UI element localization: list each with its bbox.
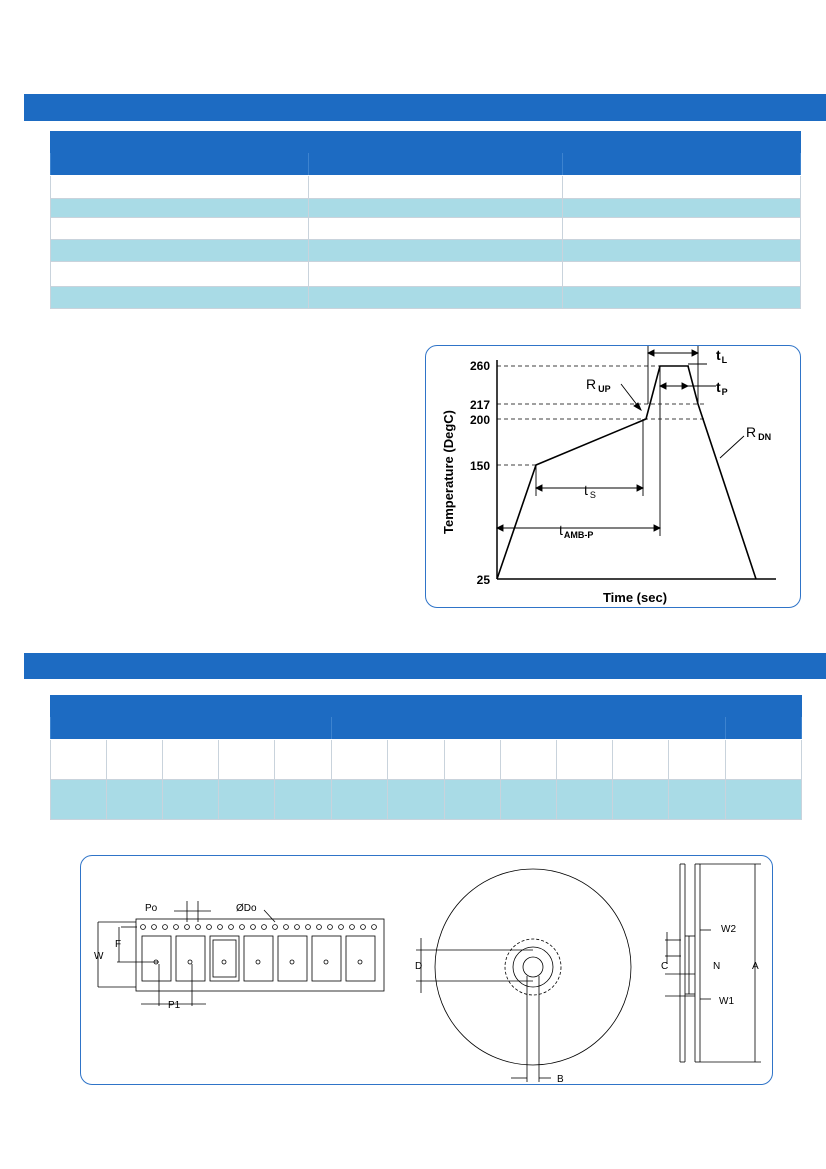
sprocket-hole	[327, 924, 333, 930]
sprocket-hole	[162, 924, 168, 930]
table-row	[50, 175, 802, 199]
sprocket-hole	[217, 924, 223, 930]
sprocket-hole	[173, 924, 179, 930]
label-p1: P1	[168, 1000, 181, 1011]
sprocket-hole	[151, 924, 157, 930]
label-w2: W2	[721, 924, 736, 935]
reflow-profile-panel: 260 217 200 150 25 Temperature (DegC) Ti…	[425, 345, 801, 608]
sprocket-hole	[195, 924, 201, 930]
sprocket-hole	[360, 924, 366, 930]
pocket-hole	[221, 959, 227, 965]
pocket-hole	[323, 959, 329, 965]
sprocket-hole	[250, 924, 256, 930]
table-row	[50, 198, 802, 218]
sprocket-hole	[206, 924, 212, 930]
sprocket-hole	[272, 924, 278, 930]
label-d: D	[415, 961, 422, 972]
rdn-leader	[719, 435, 745, 459]
table-row	[50, 739, 803, 780]
sprocket-hole	[338, 924, 344, 930]
label-t-p: tP	[716, 379, 728, 397]
sprocket-hole	[349, 924, 355, 930]
section-banner-1	[24, 94, 826, 121]
sprocket-hole	[239, 924, 245, 930]
label-f: F	[115, 939, 121, 950]
pocket-hole	[255, 959, 261, 965]
sprocket-hole	[294, 924, 300, 930]
label-po: Po	[145, 903, 158, 914]
sprocket-hole	[305, 924, 311, 930]
reflow-profile-chart: 260 217 200 150 25 Temperature (DegC) Ti…	[441, 346, 776, 605]
x-axis-label: Time (sec)	[603, 590, 667, 605]
label-t-l: tL	[716, 347, 728, 365]
label-n: N	[713, 961, 720, 972]
table-title-row	[49, 695, 803, 717]
pocket-hole	[187, 959, 193, 965]
label-c: C	[661, 961, 668, 972]
label-b: B	[557, 1074, 564, 1084]
y-tick-217: 217	[470, 398, 490, 412]
pocket-hole	[289, 959, 295, 965]
reflow-table	[49, 131, 802, 309]
table-row	[50, 286, 802, 309]
sprocket-hole	[228, 924, 234, 930]
table-row	[50, 261, 802, 287]
pocket-hole	[357, 959, 363, 965]
table-row	[50, 217, 802, 240]
carrier-tape	[135, 918, 385, 992]
label-do: ØDo	[236, 903, 257, 914]
section-banner-2	[24, 653, 826, 679]
label-t-amb: tAMB-P	[559, 522, 593, 540]
sprocket-hole	[261, 924, 267, 930]
y-tick-25: 25	[477, 573, 491, 587]
label-w1: W1	[719, 996, 734, 1007]
table-row	[50, 779, 803, 820]
y-tick-260: 260	[470, 359, 490, 373]
tape-reel-drawing: Po ØDo F W P1 D B W2 C N A W1	[94, 863, 761, 1084]
sprocket-hole	[184, 924, 190, 930]
table-title-row	[49, 131, 802, 153]
sprocket-hole	[140, 924, 146, 930]
sprocket-hole	[283, 924, 289, 930]
table-header-row	[50, 152, 802, 176]
label-w: W	[94, 951, 104, 962]
y-tick-200: 200	[470, 413, 490, 427]
y-tick-150: 150	[470, 459, 490, 473]
sprocket-hole	[371, 924, 377, 930]
packaging-table	[49, 695, 803, 820]
reel-outer	[434, 868, 632, 1066]
tape-reel-panel: Po ØDo F W P1 D B W2 C N A W1	[80, 855, 773, 1085]
y-axis-label: Temperature (DegC)	[441, 410, 456, 534]
table-header-row	[50, 716, 803, 740]
label-a: A	[752, 961, 759, 972]
sprocket-hole	[316, 924, 322, 930]
table-row	[50, 239, 802, 262]
